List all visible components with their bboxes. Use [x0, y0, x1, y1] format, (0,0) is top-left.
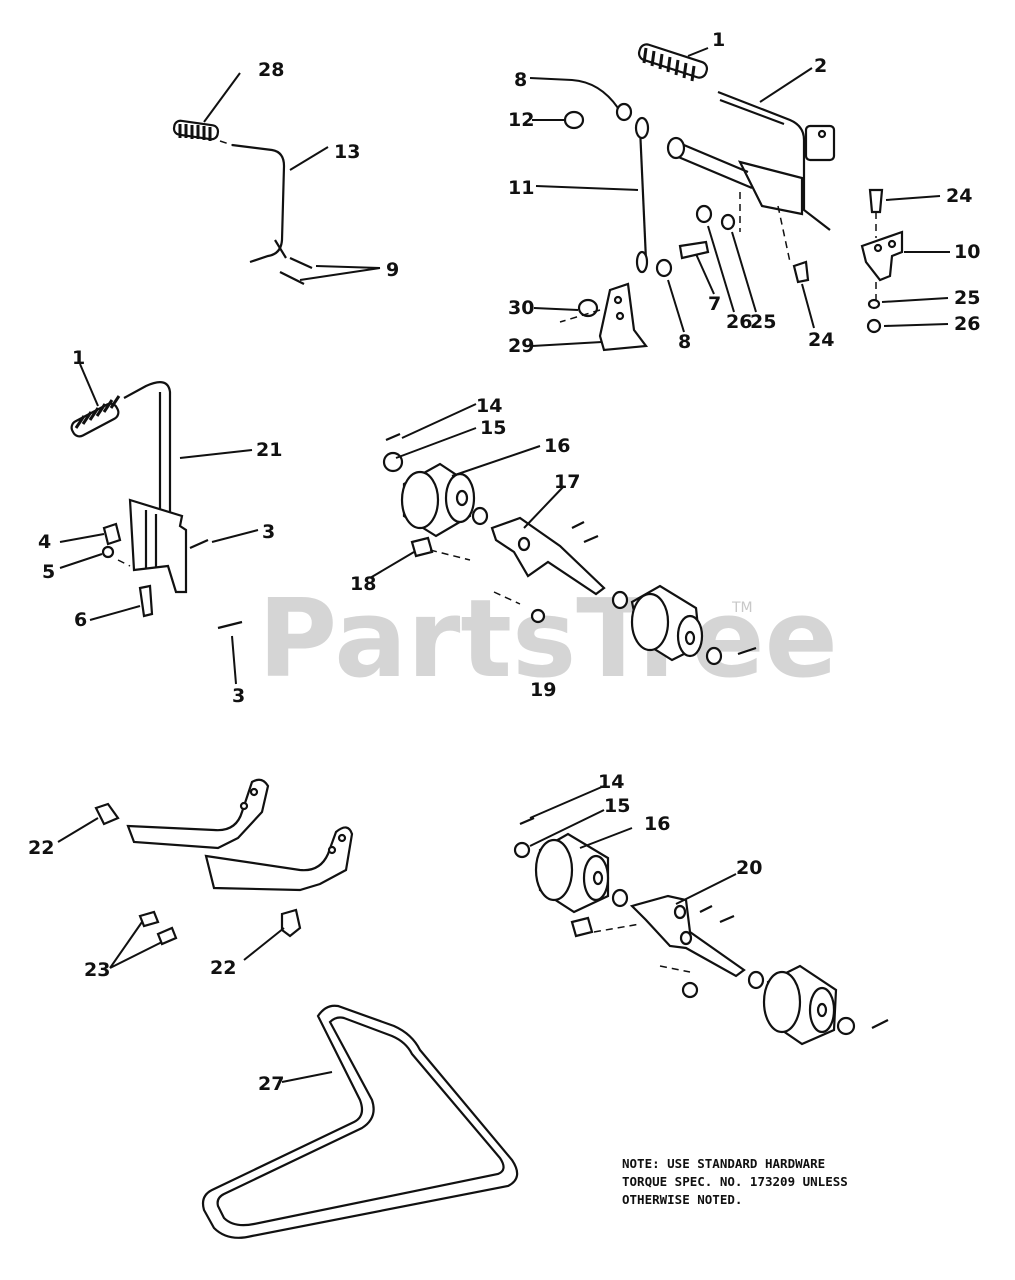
callout-14: 14 — [476, 395, 502, 417]
callout-8b: 8 — [678, 331, 691, 353]
callout-15: 15 — [480, 417, 506, 439]
callout-8: 8 — [514, 69, 527, 91]
callout-16: 16 — [544, 435, 570, 457]
callout-24: 24 — [946, 185, 972, 207]
callout-30: 30 — [508, 297, 534, 319]
idler-assembly-17 — [369, 403, 757, 666]
callout-21: 21 — [256, 439, 282, 461]
callout-labels: 1 2 8 12 11 24 10 25 26 30 29 8 7 26 25 … — [28, 29, 980, 1095]
callout-1b: 1 — [72, 347, 85, 369]
belt-27 — [201, 1004, 519, 1239]
pulley-16-c — [534, 832, 610, 914]
callout-15b: 15 — [604, 795, 630, 817]
callout-25: 25 — [954, 287, 980, 309]
note-line-1: NOTE: USE STANDARD HARDWARE — [622, 1156, 825, 1171]
hardware-note: NOTE: USE STANDARD HARDWARE TORQUE SPEC.… — [622, 1156, 848, 1207]
grip-1-left — [70, 395, 121, 438]
pulley-16-b — [630, 584, 704, 662]
callout-16b: 16 — [644, 813, 670, 835]
callout-12: 12 — [508, 109, 534, 131]
link-assembly-22 — [57, 778, 354, 969]
callout-27: 27 — [258, 1073, 284, 1095]
callout-9: 9 — [386, 259, 399, 281]
callout-24b: 24 — [808, 329, 834, 351]
callout-1: 1 — [712, 29, 725, 51]
grip-1-top — [637, 43, 709, 82]
callout-13: 13 — [334, 141, 360, 163]
callout-3b: 3 — [232, 685, 245, 707]
callout-7: 7 — [708, 293, 721, 315]
callout-11: 11 — [508, 177, 534, 199]
callout-28: 28 — [258, 59, 284, 81]
callout-2: 2 — [814, 55, 827, 77]
rod-11 — [634, 116, 650, 274]
callout-10: 10 — [954, 241, 980, 263]
pins-9 — [279, 256, 313, 285]
callout-5: 5 — [42, 561, 55, 583]
callout-22: 22 — [28, 837, 54, 859]
callout-22b: 22 — [210, 957, 236, 979]
note-line-2: TORQUE SPEC. NO. 173209 UNLESS — [622, 1174, 848, 1189]
grip-28 — [172, 119, 220, 141]
callout-3: 3 — [262, 521, 275, 543]
lever-assembly-2 — [529, 43, 950, 352]
watermark-text: PartsTree — [258, 577, 838, 702]
idler-assembly-20 — [513, 785, 889, 1046]
pulley-16-a — [400, 462, 476, 538]
callout-20: 20 — [736, 857, 762, 879]
callout-6: 6 — [74, 609, 87, 631]
lever-assembly-13 — [172, 72, 381, 285]
bracket-10 — [860, 230, 904, 282]
callout-26: 26 — [954, 313, 980, 335]
callout-18: 18 — [350, 573, 376, 595]
lever-assembly-21 — [59, 363, 259, 685]
callout-19: 19 — [530, 679, 556, 701]
bracket-29 — [598, 282, 649, 352]
callout-17: 17 — [554, 471, 580, 493]
watermark-trademark: TM — [731, 600, 753, 616]
callout-14b: 14 — [598, 771, 624, 793]
callout-25b: 25 — [750, 311, 776, 333]
note-line-3: OTHERWISE NOTED. — [622, 1192, 742, 1207]
callout-26b: 26 — [726, 311, 752, 333]
pulley-16-d — [762, 964, 838, 1046]
callout-4: 4 — [38, 531, 51, 553]
callout-23: 23 — [84, 959, 110, 981]
callout-29: 29 — [508, 335, 534, 357]
watermark: PartsTree TM — [258, 577, 838, 702]
